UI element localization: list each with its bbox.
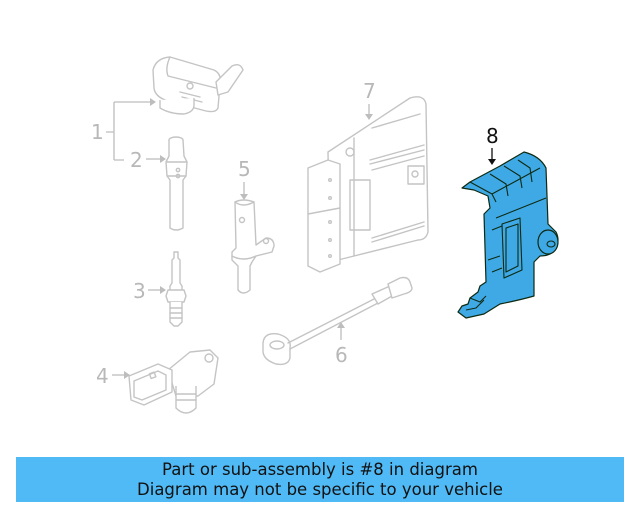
ecm-drawing (307, 96, 429, 273)
svg-text:6: 6 (335, 343, 348, 367)
svg-text:7: 7 (363, 79, 376, 103)
callout-2: 2 (130, 148, 166, 172)
crank-sensor-drawing (231, 199, 275, 294)
cam-sensor-drawing (128, 349, 219, 414)
callout-3: 3 (133, 279, 166, 303)
coil-boot-drawing (165, 136, 188, 231)
callout-5: 5 (238, 157, 251, 200)
svg-text:1: 1 (91, 120, 104, 144)
callout-1: 1 (91, 98, 156, 161)
svg-text:5: 5 (238, 157, 251, 181)
callout-8: 8 (486, 124, 499, 165)
svg-text:2: 2 (130, 148, 143, 172)
ecm-bracket-drawing-highlighted[interactable] (457, 151, 559, 319)
callout-7: 7 (363, 79, 376, 120)
callout-4: 4 (96, 364, 130, 388)
parts-diagram: 1 2 3 4 5 6 7 8 (91, 56, 559, 414)
svg-text:4: 4 (96, 364, 109, 388)
svg-text:8: 8 (486, 124, 499, 148)
spark-plug-drawing (165, 251, 187, 327)
svg-text:3: 3 (133, 279, 146, 303)
banner-disclaimer: Diagram may not be specific to your vehi… (137, 479, 503, 499)
callout-6: 6 (335, 322, 348, 367)
banner-part-notice: Part or sub-assembly is #8 in diagram (162, 459, 478, 479)
knock-sensor-drawing (262, 276, 413, 366)
ignition-coil-drawing (152, 56, 244, 115)
info-banner: Part or sub-assembly is #8 in diagram Di… (16, 457, 624, 502)
